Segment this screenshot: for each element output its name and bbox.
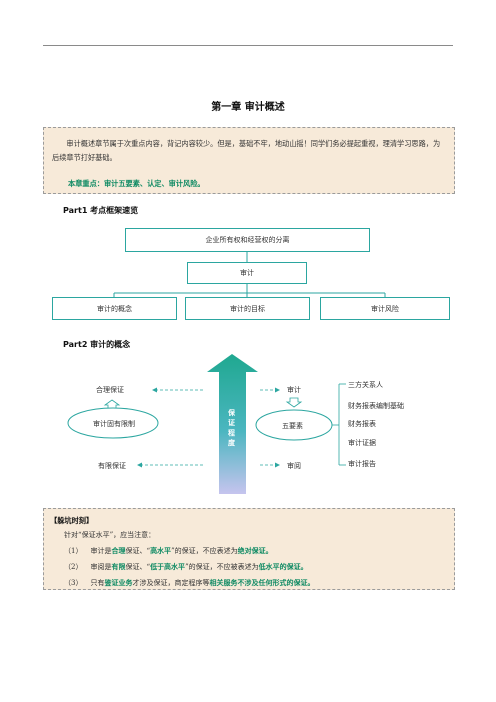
tips-lead: 针对“保证水平”，应当注意： xyxy=(64,531,156,539)
limitation-ellipse xyxy=(67,407,159,439)
intro-text: 审计概述章节属于次重点内容，背记内容较少。但是，基础不牢，地动山摇！同学们务必提… xyxy=(52,139,441,162)
element-item: 财务报表编制基础 xyxy=(348,402,404,410)
tips-title: 【躲坑时刻】 xyxy=(50,516,94,525)
tips-item: （1）审计是合理保证、“高水平”的保证，不应表述为绝对保证。 xyxy=(64,546,273,555)
chapter-title: 第一章 审计概述 xyxy=(211,102,285,113)
element-item: 审计报告 xyxy=(348,460,376,468)
framework-child-risk: 审计风险 xyxy=(320,297,450,320)
review-label: 审阅 xyxy=(287,462,301,470)
reasonable-assurance-label: 合理保证 xyxy=(96,386,124,394)
header-rule xyxy=(43,45,453,46)
limitation-label: 审计固有限制 xyxy=(93,420,135,428)
framework-audit-box: 审计 xyxy=(187,262,307,284)
audit-label: 审计 xyxy=(287,386,301,394)
framework-child-concept: 审计的概念 xyxy=(52,297,177,320)
limited-assurance-label: 有限保证 xyxy=(98,462,126,470)
intro-focus: 本章重点：审计五要素、认定、审计风险。 xyxy=(68,179,205,188)
element-item: 三方关系人 xyxy=(348,381,383,389)
tips-box xyxy=(43,508,455,590)
tips-item: （2）审阅是有限保证、“低于高水平”的保证，不应被表述为低水平的保证。 xyxy=(64,562,308,571)
element-item: 财务报表 xyxy=(348,420,376,428)
framework-top-box: 企业所有权和经营权的分离 xyxy=(125,228,370,252)
right-down-arrow xyxy=(285,397,303,408)
assurance-arrow-shape xyxy=(207,354,258,494)
part2-heading: Part2 审计的概念 xyxy=(63,340,131,349)
intro-box xyxy=(43,127,455,194)
tips-item: （3）只有鉴证业务才涉及保证，商定程序等相关服务不涉及任何形式的保证。 xyxy=(64,578,315,587)
element-item: 审计证据 xyxy=(348,439,376,447)
part1-heading: Part1 考点框架速览 xyxy=(63,206,139,215)
framework-child-objective: 审计的目标 xyxy=(185,297,310,320)
five-elements-label: 五要素 xyxy=(282,422,303,430)
assurance-level-label: 保证程度 xyxy=(228,408,235,447)
